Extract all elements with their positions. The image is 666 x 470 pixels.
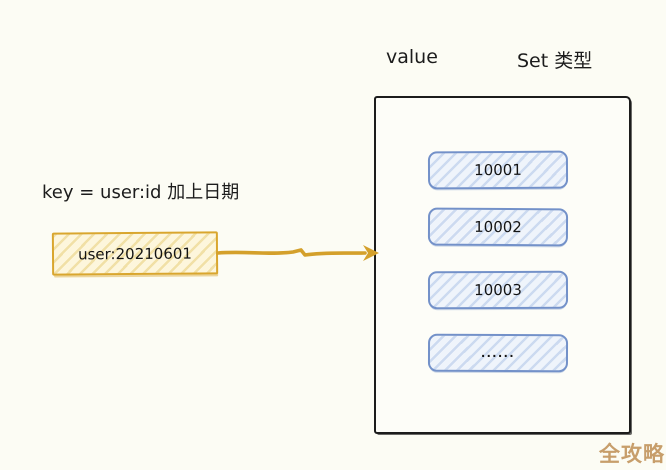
set-member-box: 10003 bbox=[427, 270, 569, 310]
set-container: 10001 10002 10003 ...... bbox=[374, 96, 631, 434]
key-box-label: user:20210601 bbox=[78, 244, 192, 263]
set-member-box: 10002 bbox=[427, 207, 569, 247]
key-caption: key = user:id 加上日期 bbox=[42, 182, 240, 203]
set-member-ellipsis-box: ...... bbox=[427, 333, 569, 373]
value-label: value bbox=[386, 46, 438, 68]
set-type-label: Set 类型 bbox=[517, 50, 593, 72]
set-member-box: 10001 bbox=[427, 150, 569, 190]
watermark: 全攻略 bbox=[599, 442, 665, 466]
key-box: user:20210601 bbox=[51, 231, 219, 276]
arrow-key-to-set bbox=[216, 245, 379, 261]
